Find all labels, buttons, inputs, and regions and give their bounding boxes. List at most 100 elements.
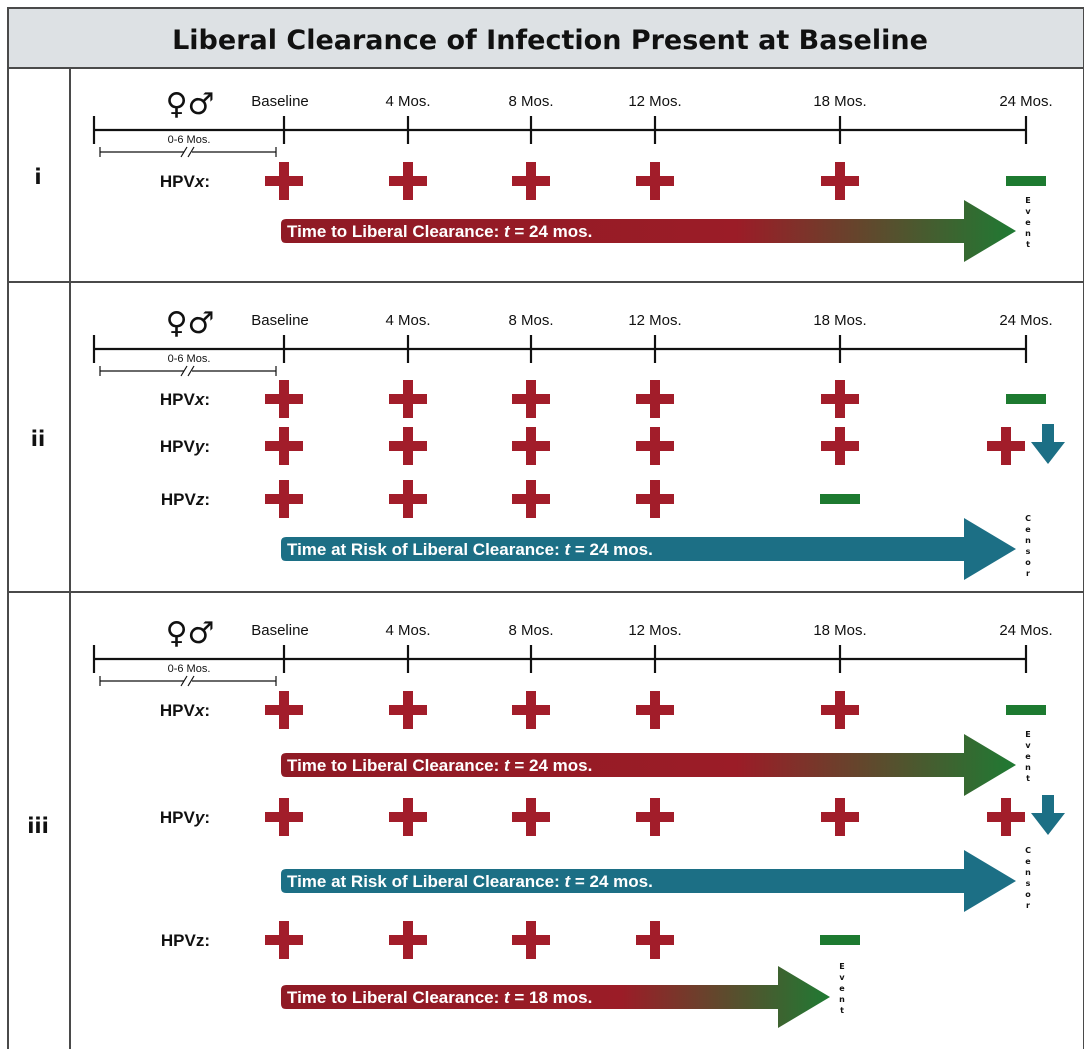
event-label-letter: v xyxy=(839,973,845,982)
positive-plus xyxy=(512,691,550,729)
censor-label-letter: e xyxy=(1025,857,1031,866)
event-label-letter: e xyxy=(839,984,845,993)
event-label-letter: t xyxy=(1026,774,1030,783)
positive-plus xyxy=(265,162,303,200)
event-label-letter: e xyxy=(1025,218,1031,227)
positive-plus xyxy=(512,380,550,418)
positive-plus xyxy=(389,480,427,518)
positive-plus xyxy=(512,798,550,836)
censor-label-letter: r xyxy=(1026,901,1030,910)
timepoint-label: 8 Mos. xyxy=(508,312,553,329)
pre-interval-label: 0-6 Mos. xyxy=(168,134,211,146)
event-label-letter: E xyxy=(839,962,844,971)
positive-plus xyxy=(265,691,303,729)
sex-symbols-icon: ♀♂ xyxy=(166,306,215,341)
axis-break-gap xyxy=(184,678,192,684)
hpv-row-label: HPVx: xyxy=(160,701,210,720)
axis-break-mark xyxy=(180,675,188,687)
arrow-label: Time to Liberal Clearance: t = 18 mos. xyxy=(287,988,592,1007)
negative-minus xyxy=(1006,176,1046,186)
positive-plus xyxy=(389,162,427,200)
arrow-label: Time to Liberal Clearance: t = 24 mos. xyxy=(287,756,592,775)
negative-minus xyxy=(1006,705,1046,715)
positive-plus xyxy=(265,380,303,418)
arrow-label: Time at Risk of Liberal Clearance: t = 2… xyxy=(287,872,653,891)
timepoint-label: 24 Mos. xyxy=(999,93,1052,110)
censor-label-letter: o xyxy=(1025,890,1031,899)
censor-down-arrow-icon xyxy=(1031,795,1065,835)
positive-plus xyxy=(512,427,550,465)
positive-plus xyxy=(636,921,674,959)
event-label-letter: E xyxy=(1025,196,1030,205)
event-label-letter: E xyxy=(1025,730,1030,739)
positive-plus xyxy=(821,691,859,729)
negative-minus xyxy=(1006,394,1046,404)
censor-label-letter: C xyxy=(1025,514,1031,523)
title-band xyxy=(8,8,1084,68)
axis-break-gap xyxy=(184,368,192,374)
censor-down-arrow-icon xyxy=(1031,424,1065,464)
positive-plus xyxy=(512,480,550,518)
hpv-row-label: HPVy: xyxy=(160,437,210,456)
timepoint-label: 4 Mos. xyxy=(385,93,430,110)
positive-plus xyxy=(821,162,859,200)
event-time-arrow xyxy=(281,200,1016,262)
timepoint-label: 12 Mos. xyxy=(628,312,681,329)
axis-break-mark xyxy=(187,146,195,158)
positive-plus xyxy=(265,921,303,959)
censor-label-letter: s xyxy=(1026,879,1031,888)
timepoint-label: 8 Mos. xyxy=(508,622,553,639)
event-label-letter: v xyxy=(1025,741,1031,750)
timepoint-label: 18 Mos. xyxy=(813,622,866,639)
positive-plus xyxy=(636,480,674,518)
positive-plus xyxy=(265,798,303,836)
hpv-row-label: HPVx: xyxy=(160,390,210,409)
hpv-row-label: HPVz: xyxy=(161,490,210,509)
event-label-letter: n xyxy=(1025,763,1031,772)
timepoint-label: Baseline xyxy=(251,622,309,639)
positive-plus xyxy=(987,427,1025,465)
timepoint-label: Baseline xyxy=(251,312,309,329)
positive-plus xyxy=(389,798,427,836)
positive-plus xyxy=(389,921,427,959)
timepoint-label: 24 Mos. xyxy=(999,622,1052,639)
positive-plus xyxy=(512,162,550,200)
arrow-label: Time at Risk of Liberal Clearance: t = 2… xyxy=(287,540,653,559)
timepoint-label: Baseline xyxy=(251,93,309,110)
positive-plus xyxy=(821,798,859,836)
event-label-letter: v xyxy=(1025,207,1031,216)
positive-plus xyxy=(512,921,550,959)
positive-plus xyxy=(821,380,859,418)
censor-label-letter: r xyxy=(1026,569,1030,578)
censor-label-letter: o xyxy=(1025,558,1031,567)
arrow-label: Time to Liberal Clearance: t = 24 mos. xyxy=(287,222,592,241)
axis-break-gap xyxy=(184,149,192,155)
axis-break-mark xyxy=(187,675,195,687)
censor-label-letter: s xyxy=(1026,547,1031,556)
positive-plus xyxy=(636,427,674,465)
censor-time-arrow xyxy=(281,850,1016,912)
positive-plus xyxy=(389,380,427,418)
negative-minus xyxy=(820,494,860,504)
positive-plus xyxy=(636,691,674,729)
positive-plus xyxy=(389,427,427,465)
censor-label-letter: n xyxy=(1025,868,1031,877)
timepoint-label: 4 Mos. xyxy=(385,312,430,329)
event-time-arrow xyxy=(281,966,830,1028)
censor-label-letter: n xyxy=(1025,536,1031,545)
positive-plus xyxy=(636,162,674,200)
hpv-row-label: HPVx: xyxy=(160,172,210,191)
panel-label-i: i xyxy=(34,165,41,189)
panel-label-iii: iii xyxy=(27,814,49,838)
axis-break-mark xyxy=(180,146,188,158)
outer-frame xyxy=(7,7,1084,1049)
panel-label-ii: ii xyxy=(31,427,45,451)
hpv-row-label: HPVz: xyxy=(161,931,210,950)
axis-break-mark xyxy=(180,365,188,377)
pre-interval-label: 0-6 Mos. xyxy=(168,353,211,365)
sex-symbols-icon: ♀♂ xyxy=(166,616,215,651)
pre-interval-label: 0-6 Mos. xyxy=(168,663,211,675)
positive-plus xyxy=(636,380,674,418)
timepoint-label: 12 Mos. xyxy=(628,622,681,639)
